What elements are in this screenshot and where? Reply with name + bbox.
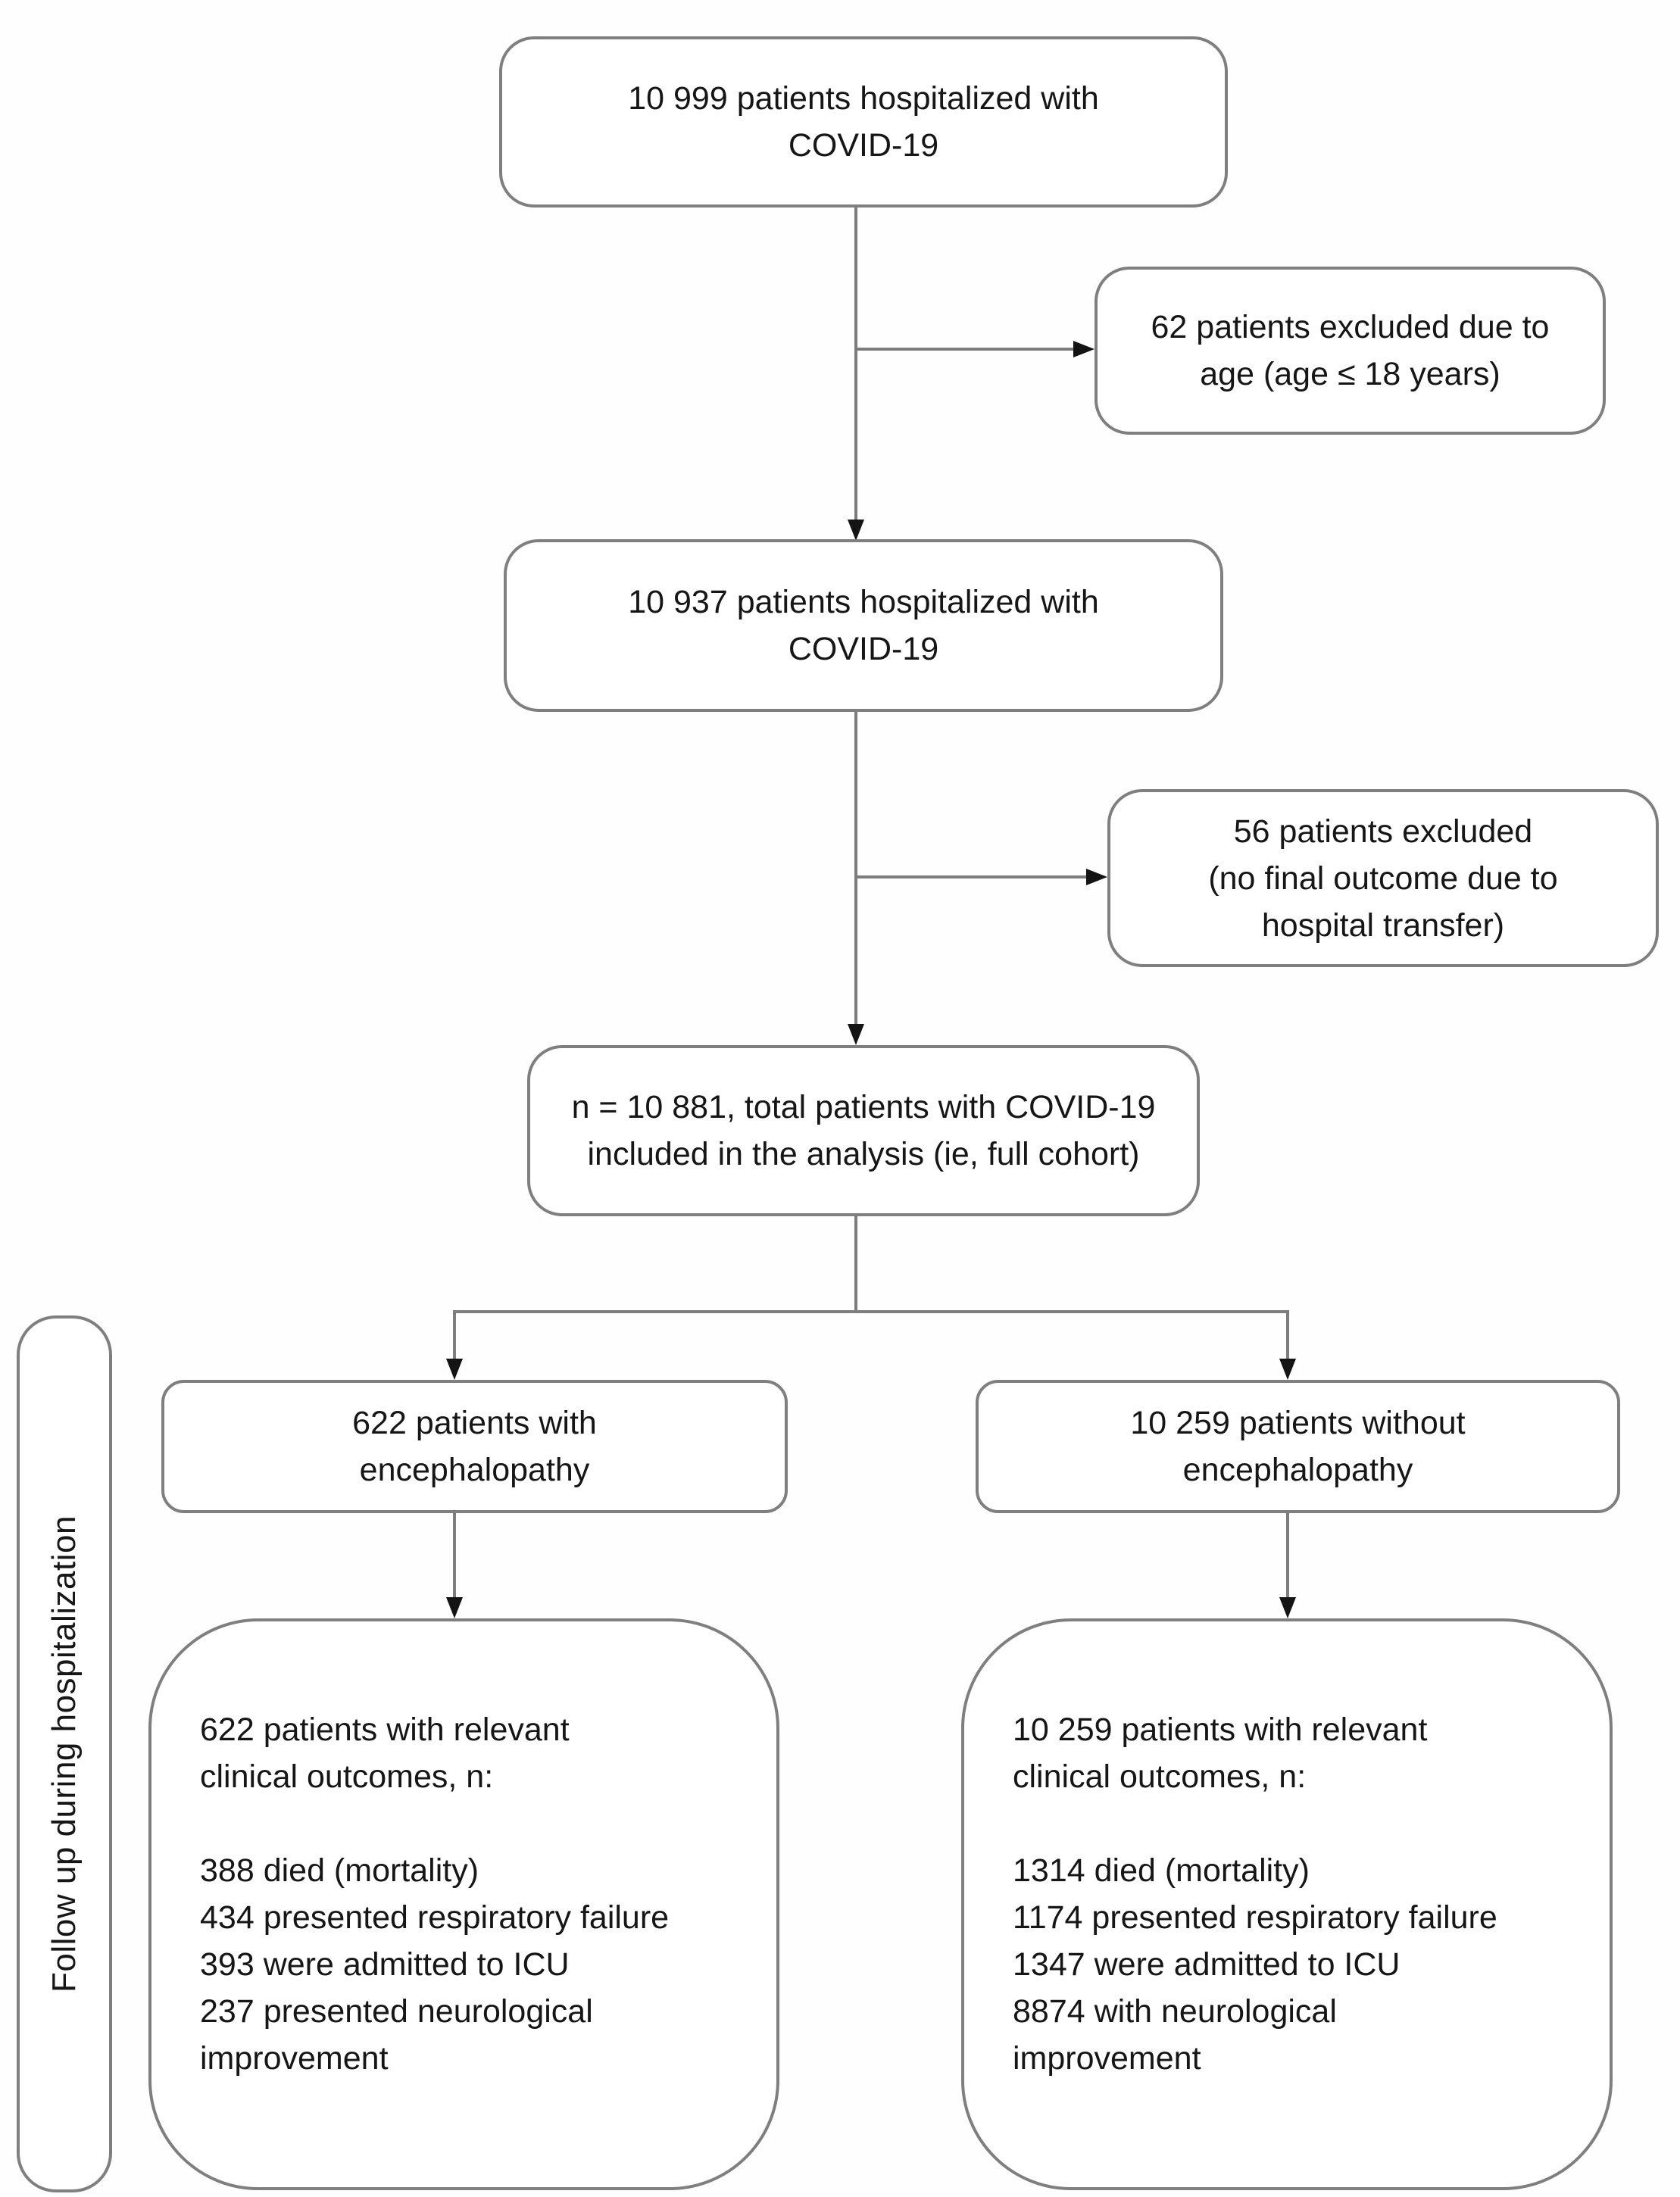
text-line: improvement bbox=[200, 2040, 389, 2077]
arrowhead-into-outcomes-encephalopathy-box bbox=[446, 1597, 463, 1618]
text-line: 388 died (mortality) bbox=[200, 1852, 479, 1889]
text-line bbox=[200, 1800, 746, 1847]
text-line: COVID-19 bbox=[788, 631, 939, 667]
text-line: 434 presented respiratory failure bbox=[200, 1899, 670, 1936]
text-line: 10 937 patients hospitalized with bbox=[628, 584, 1099, 620]
text-line: 10 999 patients hospitalized with bbox=[628, 80, 1099, 117]
text-line: COVID-19 bbox=[788, 127, 939, 164]
connector-no-encephalopathy-to-outcomes bbox=[1286, 1512, 1289, 1599]
text-line: clinical outcomes, n: bbox=[200, 1759, 494, 1795]
connector-branch-excluded-age bbox=[854, 348, 1075, 351]
arrowhead-into-no-encephalopathy-box bbox=[1279, 1359, 1296, 1380]
text-line: 56 patients excluded bbox=[1233, 813, 1533, 850]
text-line: 1174 presented respiratory failure bbox=[1013, 1899, 1497, 1936]
text-line: clinical outcomes, n: bbox=[1013, 1759, 1307, 1795]
arrowhead-into-excluded-age-box bbox=[1073, 341, 1094, 357]
connector-split-to-encephalopathy bbox=[453, 1310, 456, 1360]
text-line: improvement bbox=[1013, 2040, 1201, 2077]
connector-cohort-to-split bbox=[854, 1215, 857, 1312]
text-line: 62 patients excluded due to bbox=[1151, 309, 1550, 345]
text-line: age (age ≤ 18 years) bbox=[1200, 356, 1500, 392]
text-line: 237 presented neurological bbox=[200, 1993, 593, 2030]
connector-branch-excluded-transfer bbox=[854, 875, 1086, 878]
arrowhead-into-after-age-box bbox=[848, 520, 864, 541]
node-no-encephalopathy: 10 259 patients without encephalopathy bbox=[976, 1380, 1620, 1513]
node-outcomes-no-encephalopathy: 10 259 patients with relevant clinical ou… bbox=[961, 1618, 1613, 2190]
text-line: encephalopathy bbox=[1182, 1452, 1413, 1488]
text-line: 622 patients with bbox=[352, 1405, 597, 1441]
text-line: 393 were admitted to ICU bbox=[200, 1946, 570, 1983]
text-line: 622 patients with relevant bbox=[200, 1712, 570, 1748]
node-full-cohort: n = 10 881, total patients with COVID-19… bbox=[527, 1045, 1200, 1216]
text-line: included in the analysis (ie, full cohor… bbox=[587, 1136, 1140, 1172]
followup-sidebar-label: Follow up during hospitalization bbox=[45, 1515, 83, 1993]
text-line: (no final outcome due to bbox=[1208, 860, 1558, 897]
text-line bbox=[1013, 1800, 1579, 1847]
arrowhead-into-encephalopathy-box bbox=[446, 1359, 463, 1380]
node-excluded-age: 62 patients excluded due to age (age ≤ 18… bbox=[1094, 267, 1606, 435]
connector-top-to-after-age bbox=[854, 208, 857, 521]
text-line: 10 259 patients with relevant bbox=[1013, 1712, 1428, 1748]
text-line: 8874 with neurological bbox=[1013, 1993, 1337, 2030]
connector-split-horizontal bbox=[453, 1310, 1289, 1313]
text-line: hospital transfer) bbox=[1261, 907, 1505, 944]
arrowhead-into-outcomes-no-encephalopathy-box bbox=[1279, 1597, 1296, 1618]
arrowhead-into-cohort-box bbox=[848, 1024, 864, 1045]
connector-split-to-no-encephalopathy bbox=[1286, 1310, 1289, 1360]
text-line: n = 10 881, total patients with COVID-19 bbox=[571, 1089, 1156, 1125]
text-line: 1314 died (mortality) bbox=[1013, 1852, 1310, 1889]
text-line: encephalopathy bbox=[359, 1452, 590, 1488]
text-line: 1347 were admitted to ICU bbox=[1013, 1946, 1401, 1983]
node-excluded-transfer: 56 patients excluded (no final outcome du… bbox=[1107, 789, 1659, 967]
connector-encephalopathy-to-outcomes bbox=[453, 1512, 456, 1599]
node-encephalopathy: 622 patients with encephalopathy bbox=[161, 1380, 788, 1513]
arrowhead-into-excluded-transfer-box bbox=[1086, 869, 1107, 885]
node-outcomes-encephalopathy: 622 patients with relevant clinical outco… bbox=[148, 1618, 779, 2190]
text-line: 10 259 patients without bbox=[1130, 1405, 1466, 1441]
connector-after-age-to-cohort bbox=[854, 710, 857, 1024]
followup-sidebar-box: Follow up during hospitalization bbox=[17, 1315, 112, 2192]
